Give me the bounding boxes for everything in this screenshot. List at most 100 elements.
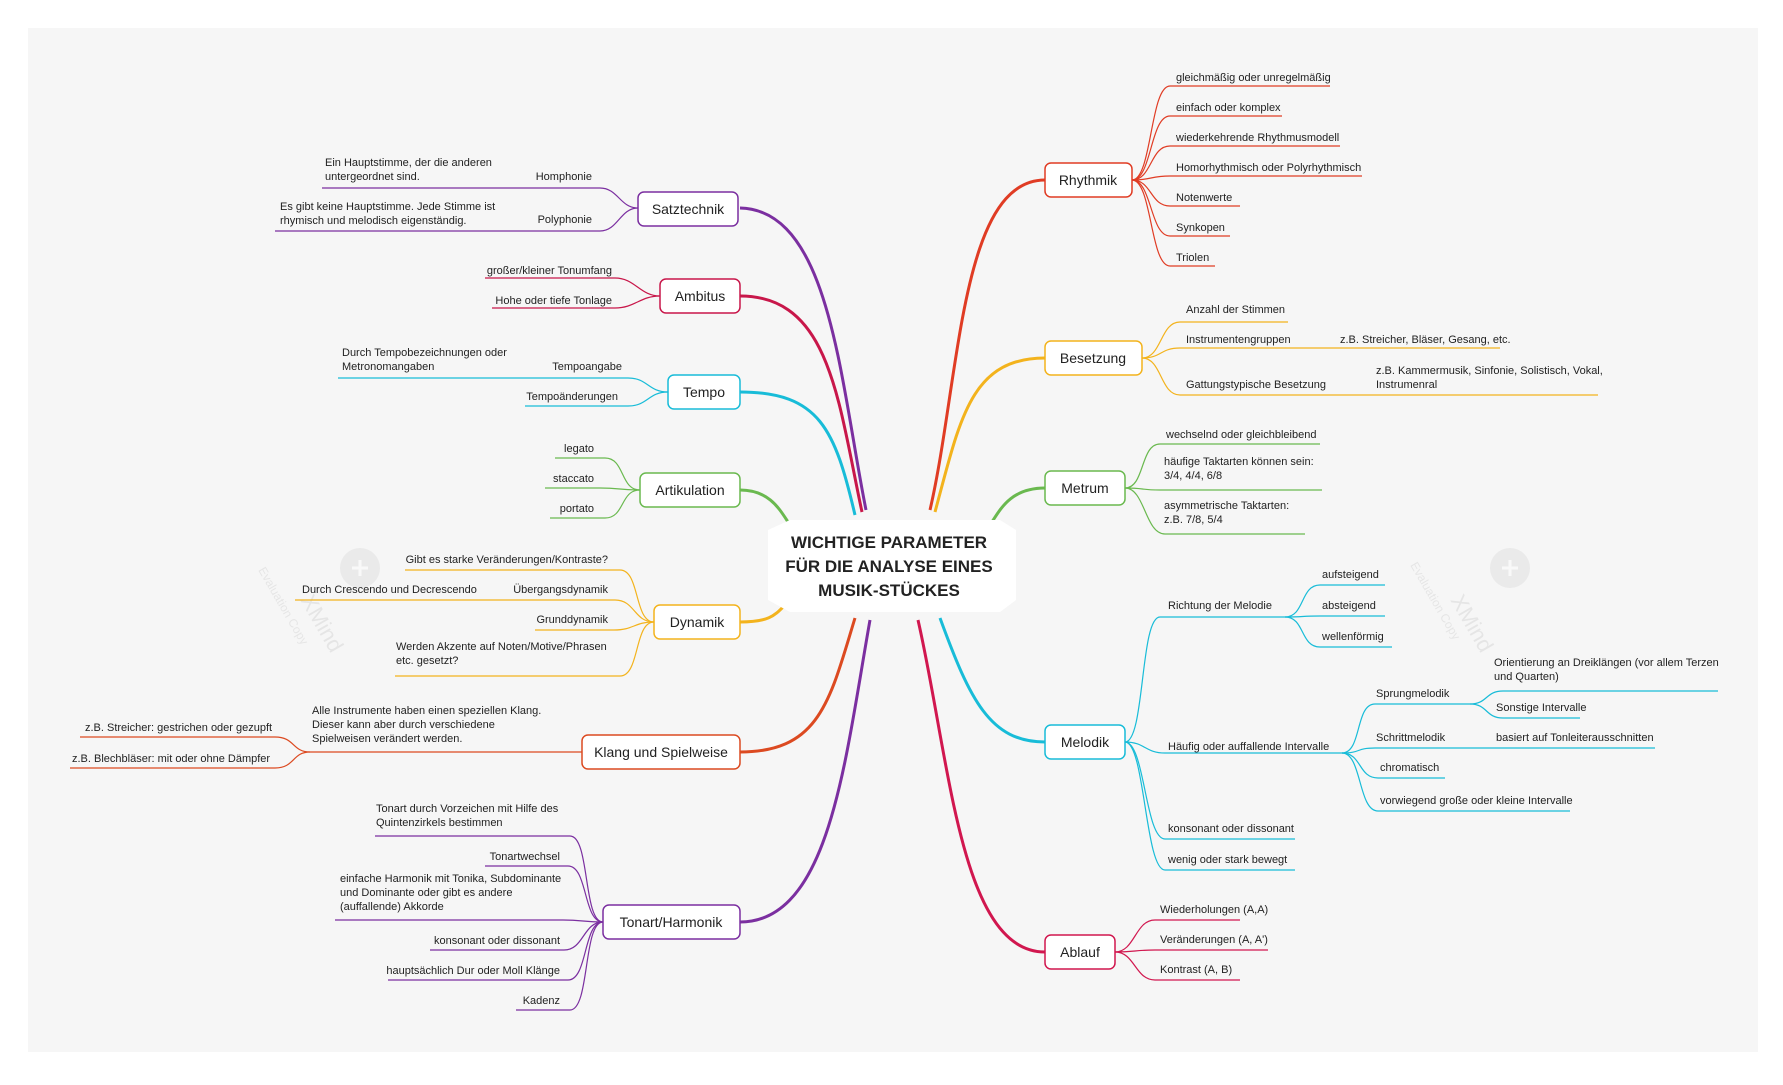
leaf-tempoaenderungen: Tempoänderungen <box>526 391 618 403</box>
leaf-absteigend: absteigend <box>1322 600 1376 612</box>
leaf-konsonant-melodik: konsonant oder dissonant <box>1168 823 1294 835</box>
detail-instrumentengruppen: z.B. Streicher, Bläser, Gesang, etc. <box>1340 334 1511 346</box>
connector-ablauf <box>916 619 1046 954</box>
branch-rhythmik: Rhythmik gleichmäßig oder unregelmäßig e… <box>1044 72 1362 267</box>
leaf-tempoangabe: Tempoangabe <box>552 361 622 373</box>
connector-artikulation <box>739 488 792 526</box>
leaf-kadenz: Kadenz <box>523 995 560 1007</box>
connector-tonart <box>739 619 872 924</box>
leaf-taktarten: häufige Taktarten können sein: 3/4, 4/4,… <box>1164 456 1314 482</box>
root-line-3: MUSIK-STÜCKES <box>818 581 960 600</box>
leaf-dreiklaenge-box: Orientierung an Dreiklängen (vor allem T… <box>1494 657 1719 683</box>
topic-besetzung[interactable]: Besetzung <box>1044 340 1143 376</box>
root-shape <box>768 520 1016 612</box>
topic-besetzung-label: Besetzung <box>1060 350 1126 366</box>
detail-polyphonie-1: Es gibt keine Hauptstimme. Jede Stimme i… <box>280 201 495 213</box>
topic-dynamik[interactable]: Dynamik <box>653 604 741 640</box>
topic-tonart[interactable]: Tonart/Harmonik <box>602 904 741 940</box>
leaf-einfach-komplex: einfach oder komplex <box>1176 102 1281 114</box>
branch-klang: Klang und Spielweise Alle Instrumente ha… <box>70 705 741 770</box>
topic-melodik-label: Melodik <box>1061 734 1110 750</box>
leaf-akzente: Werden Akzente auf Noten/Motive/Phrasen … <box>396 641 607 667</box>
connector-melodik <box>938 617 1046 744</box>
leaf-homphonie: Homphonie <box>536 171 592 183</box>
leaf-richtung: Richtung der Melodie <box>1168 600 1272 612</box>
leaf-wiederholungen: Wiederholungen (A,A) <box>1160 904 1268 916</box>
leaf-chromatisch: chromatisch <box>1380 762 1439 774</box>
leaf-tonleiter: basiert auf Tonleiterausschnitten <box>1496 732 1654 744</box>
leaf-konsonant-tonart: konsonant oder dissonant <box>434 935 560 947</box>
topic-ablauf-label: Ablauf <box>1060 944 1100 960</box>
leaf-sonstige-intervalle: Sonstige Intervalle <box>1496 702 1587 714</box>
detail-homphonie-2: untergeordnet sind. <box>325 171 420 183</box>
branch-tonart: Tonart/Harmonik Tonart durch Vorzeichen … <box>335 803 741 1011</box>
leaf-grunddynamik: Grunddynamik <box>536 614 608 626</box>
topic-rhythmik-label: Rhythmik <box>1059 172 1118 188</box>
leaf-wechselnd: wechselnd oder gleichbleibend <box>1165 429 1316 441</box>
leaf-notenwerte: Notenwerte <box>1176 192 1232 204</box>
detail-crescendo: Durch Crescendo und Decrescendo <box>302 584 477 596</box>
connector-rhythmik <box>928 178 1046 511</box>
leaf-instrumentengruppen: Instrumentengruppen <box>1186 334 1291 346</box>
main-connectors <box>739 178 1046 954</box>
leaf-dur-moll: hauptsächlich Dur oder Moll Klänge <box>386 965 560 977</box>
topic-tempo[interactable]: Tempo <box>667 374 741 410</box>
topic-artikulation[interactable]: Artikulation <box>639 472 741 508</box>
leaf-veraenderungen: Veränderungen (A, A') <box>1160 934 1268 946</box>
leaf-synkopen: Synkopen <box>1176 222 1225 234</box>
branch-ablauf: Ablauf Wiederholungen (A,A) Veränderunge… <box>1044 904 1268 981</box>
topic-klang[interactable]: Klang und Spielweise <box>581 734 741 770</box>
leaf-triolen: Triolen <box>1176 252 1209 264</box>
connector-besetzung <box>933 356 1046 513</box>
connector-tempo <box>739 390 857 516</box>
leaf-quintenzirkel: Tonart durch Vorzeichen mit Hilfe des Qu… <box>376 803 559 829</box>
topic-tempo-label: Tempo <box>683 384 725 400</box>
leaf-tonumfang: großer/kleiner Tonumfang <box>487 265 612 277</box>
leaf-kontrast: Kontrast (A, B) <box>1160 964 1232 976</box>
detail-tempoangabe-2: Metronomangaben <box>342 361 434 373</box>
connector-klang <box>739 617 857 754</box>
branch-besetzung: Besetzung Anzahl der Stimmen Instrumente… <box>1044 304 1603 396</box>
leaf-taktarten-box: häufige Taktarten können sein: 3/4, 4/4,… <box>1164 456 1314 482</box>
leaf-staccato: staccato <box>553 473 594 485</box>
leaf-wellenfoermig: wellenförmig <box>1321 631 1384 643</box>
leaf-kontraste: Gibt es starke Veränderungen/Kontraste? <box>406 554 608 566</box>
topic-artikulation-label: Artikulation <box>655 482 724 498</box>
leaf-tonartwechsel: Tonartwechsel <box>490 851 560 863</box>
leaf-akzente-box: Werden Akzente auf Noten/Motive/Phrasen … <box>396 641 607 667</box>
topic-tonart-label: Tonart/Harmonik <box>620 914 724 930</box>
branch-satztechnik: Satztechnik Homphonie Ein Hauptstimme, d… <box>275 157 739 232</box>
topic-satztechnik[interactable]: Satztechnik <box>637 191 739 227</box>
topic-klang-label: Klang und Spielweise <box>594 744 728 760</box>
leaf-gattungstypisch: Gattungstypische Besetzung <box>1186 379 1326 391</box>
leaf-polyphonie: Polyphonie <box>538 214 592 226</box>
detail-gattung-2: Instrumenral <box>1376 379 1437 391</box>
topic-rhythmik[interactable]: Rhythmik <box>1044 162 1133 198</box>
root-line-2: FÜR DIE ANALYSE EINES <box>785 557 993 576</box>
leaf-quintenzirkel-box: Tonart durch Vorzeichen mit Hilfe des Qu… <box>376 803 559 829</box>
leaf-dreiklaenge: Orientierung an Dreiklängen (vor allem T… <box>1494 657 1719 683</box>
leaf-blechblaeser: z.B. Blechbläser: mit oder ohne Dämpfer <box>72 753 270 765</box>
root-topic[interactable]: WICHTIGE PARAMETER FÜR DIE ANALYSE EINES… <box>768 520 1016 612</box>
topic-dynamik-label: Dynamik <box>670 614 725 630</box>
leaf-homorhythmisch: Homorhythmisch oder Polyrhythmisch <box>1176 162 1361 174</box>
connector-satztechnik <box>739 206 868 511</box>
connector-ambitus <box>739 294 864 513</box>
topic-ablauf[interactable]: Ablauf <box>1044 934 1116 970</box>
topic-metrum[interactable]: Metrum <box>1044 470 1126 506</box>
leaf-uebergangsdynamik: Übergangsdynamik <box>513 584 608 596</box>
detail-gattung-1: z.B. Kammermusik, Sinfonie, Solistisch, … <box>1376 365 1603 377</box>
leaf-gleichmaessig: gleichmäßig oder unregelmäßig <box>1176 72 1331 84</box>
leaf-streicher: z.B. Streicher: gestrichen oder gezupft <box>85 722 272 734</box>
topic-satztechnik-label: Satztechnik <box>652 201 725 217</box>
leaf-legato: legato <box>564 443 594 455</box>
leaf-harmonik: einfache Harmonik mit Tonika, Subdominan… <box>340 873 562 913</box>
root-line-1: WICHTIGE PARAMETER <box>791 533 987 552</box>
topic-metrum-label: Metrum <box>1061 480 1108 496</box>
topic-ambitus[interactable]: Ambitus <box>659 278 741 314</box>
topic-melodik[interactable]: Melodik <box>1044 724 1126 760</box>
leaf-grosse-kleine: vorwiegend große oder kleine Intervalle <box>1380 795 1573 807</box>
detail-tempoangabe-1: Durch Tempobezeichnungen oder <box>342 347 507 359</box>
